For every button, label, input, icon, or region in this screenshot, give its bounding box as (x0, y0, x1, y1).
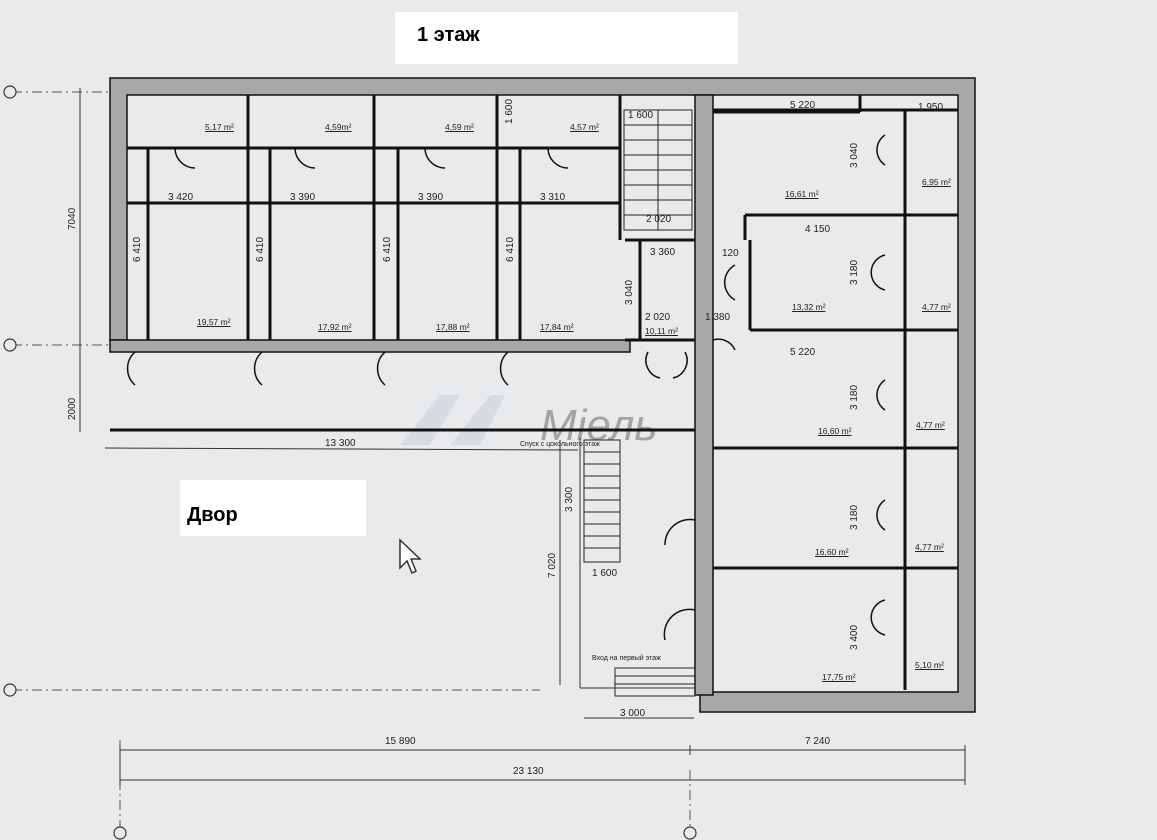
dim-room1-height: 3 040 (849, 143, 860, 168)
dim-room2-width: 4 150 (805, 224, 830, 235)
area-cell2-top: 4,59m² (325, 122, 352, 132)
dim-cell-height-3: 6 410 (382, 237, 393, 262)
floor-title-text: 1 этаж (417, 24, 480, 46)
stairs-upper (623, 109, 693, 231)
yard-outline (579, 438, 695, 689)
notes: Спуск с цокольного этаж Вход на первый э… (520, 441, 661, 662)
dim-room5-height: 3 400 (849, 625, 860, 650)
dim-stair-width: 2 020 (646, 214, 671, 225)
dim-cell-width-2: 3 390 (290, 192, 315, 203)
yard-label: Двор (180, 480, 366, 536)
note-exit-upper: Спуск с цокольного этаж (520, 441, 600, 448)
area-room5-main: 17,75 m² (822, 672, 856, 682)
room-area-labels: 5,17 m² 4,59m² 4,59 m² 4,57 m² 19,57 m² … (197, 122, 951, 682)
dim-left-total: 7040 (67, 207, 78, 230)
area-cell4-main: 17,84 m² (540, 322, 574, 332)
dim-hall-bottom-width: 2 020 (645, 312, 670, 323)
area-hall: 10,11 m² (645, 326, 678, 336)
dim-room3-width: 5 220 (790, 347, 815, 358)
dim-cell-width-1: 3 420 (168, 192, 193, 203)
area-cell1-top: 5,17 m² (205, 122, 234, 132)
area-cell3-top: 4,59 m² (445, 122, 474, 132)
area-room1-side: 6,95 m² (922, 177, 951, 187)
dim-yard-height: 7 020 (547, 553, 558, 578)
dim-room2-height: 3 180 (849, 260, 860, 285)
area-room2-side: 4,77 m² (922, 302, 951, 312)
dim-stair2-height: 3 300 (564, 487, 575, 512)
note-entry: Вход на первый этаж (592, 654, 661, 662)
area-cell1-main: 19,57 m² (197, 317, 231, 327)
area-room2-main: 13,32 m² (792, 302, 826, 312)
dim-room3-height: 3 180 (849, 385, 860, 410)
grid-bubbles (3, 85, 697, 840)
dim-corridor-length: 13 300 (325, 438, 356, 449)
dim-stair-top: 1 600 (628, 110, 653, 121)
mouse-pointer-icon (399, 538, 422, 575)
doors (126, 134, 886, 641)
dimension-labels: 7040 2000 3 420 3 390 3 390 3 310 6 410 … (67, 99, 943, 777)
area-room3-side: 4,77 m² (916, 420, 945, 430)
dim-cell-height-1: 6 410 (132, 237, 143, 262)
dimension-lines (79, 88, 966, 785)
dim-cell-height-2: 6 410 (255, 237, 266, 262)
dim-room1-width: 5 220 (790, 100, 815, 111)
area-room1-main: 16,61 m² (785, 189, 819, 199)
dim-bottom-right: 7 240 (805, 736, 830, 747)
interior-walls (110, 95, 958, 690)
dim-120: 120 (722, 248, 739, 259)
dim-stair2-width: 1 600 (592, 568, 617, 579)
dim-room1-side-width: 1 950 (918, 102, 943, 113)
dim-bottom-left: 15 890 (385, 736, 416, 747)
dim-cell-height-4: 6 410 (505, 237, 516, 262)
area-room3-main: 16,60 m² (818, 426, 852, 436)
miel-logo-icon: Мiель (400, 395, 657, 450)
area-cell2-main: 17,92 m² (318, 322, 352, 332)
dim-room4-height: 3 180 (849, 505, 860, 530)
yard-label-text: Двор (187, 504, 238, 526)
dim-cell-width-3: 3 390 (418, 192, 443, 203)
dim-bottom-total: 23 130 (513, 766, 544, 777)
area-room5-side: 5,10 m² (915, 660, 944, 670)
area-room4-side: 4,77 m² (915, 542, 944, 552)
floor-title: 1 этаж (395, 12, 738, 64)
dim-left-corridor: 2000 (67, 397, 78, 420)
dim-cell4-top-height: 1 600 (504, 99, 515, 124)
dim-entry-width: 3 000 (620, 708, 645, 719)
area-cell4-top: 4,57 m² (570, 122, 599, 132)
dim-hall-1380: 1 380 (705, 312, 730, 323)
stairs-lower (583, 439, 696, 697)
dim-hall-height: 3 040 (624, 280, 635, 305)
area-cell3-main: 17,88 m² (436, 322, 470, 332)
outer-walls (109, 77, 976, 713)
area-room4-main: 16,60 m² (815, 547, 849, 557)
dim-cell-width-4: 3 310 (540, 192, 565, 203)
dim-hall-width: 3 360 (650, 247, 675, 258)
